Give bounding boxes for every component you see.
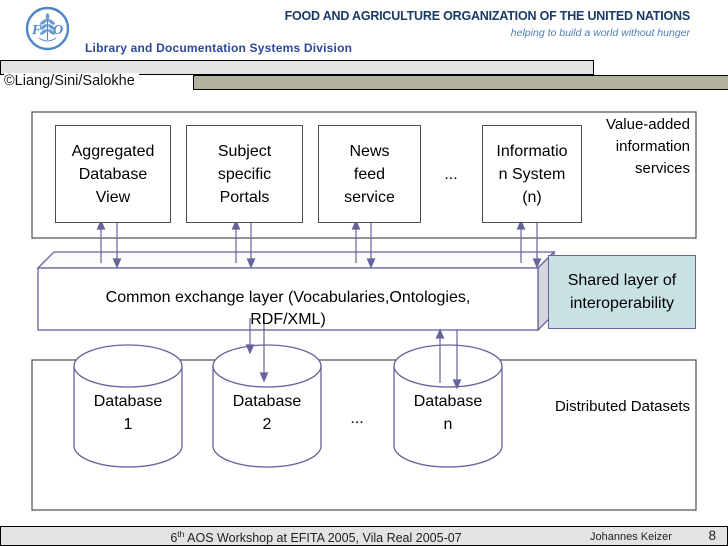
service-box-label: Informatio n System (n) bbox=[496, 142, 568, 206]
databases-ellipsis: ... bbox=[350, 410, 364, 427]
footer-workshop-ordinal: th bbox=[177, 529, 185, 539]
division-title: Library and Documentation Systems Divisi… bbox=[85, 41, 353, 55]
arrow-pair-aggregated-view bbox=[96, 219, 122, 269]
org-title: FOOD AND AGRICULTURE ORGANIZATION OF THE… bbox=[284, 9, 691, 23]
header-olive-bar bbox=[193, 75, 728, 90]
footer-workshop-text: AOS Workshop at EFITA 2005, Vila Real 20… bbox=[184, 531, 462, 546]
value-added-container-box bbox=[31, 111, 697, 239]
services-ellipsis: ... bbox=[444, 166, 458, 183]
arrow-pair-information-system bbox=[516, 219, 542, 269]
database-cylinder-2 bbox=[212, 344, 322, 468]
arrow-pair-database-n bbox=[435, 328, 462, 390]
arrow-pair-news-feed bbox=[351, 219, 376, 269]
service-box-label: Aggregated Database View bbox=[71, 142, 155, 206]
fao-logo-letter-o: O bbox=[53, 23, 63, 38]
copyright-label: ©Liang/Sini/Salokhe bbox=[4, 73, 139, 89]
database-label-n: Database n bbox=[413, 393, 483, 433]
service-box-label: News feed service bbox=[344, 142, 395, 206]
database-cylinder-n bbox=[393, 344, 503, 468]
database-label-2: Database 2 bbox=[232, 393, 302, 433]
org-tagline: helping to build a world without hunger bbox=[510, 27, 690, 39]
distributed-datasets-label: Distributed Datasets bbox=[554, 398, 690, 415]
service-box-news-feed: News feed service bbox=[318, 125, 421, 223]
footer-author-label: Johannes Keizer bbox=[590, 531, 672, 543]
service-box-aggregated-view: Aggregated Database View bbox=[55, 125, 171, 223]
distributed-datasets-container-box bbox=[31, 359, 697, 511]
shared-layer-label: Shared layer of interoperability bbox=[567, 272, 677, 312]
service-box-label: Subject specific Portals bbox=[217, 142, 272, 206]
footer-workshop-label: 6th AOS Workshop at EFITA 2005, Vila Rea… bbox=[0, 529, 632, 545]
fao-logo-wheat-icon bbox=[38, 13, 57, 42]
fao-logo-letter-f: F bbox=[31, 23, 42, 38]
arrow-pair-database-2 bbox=[245, 318, 269, 383]
fao-logo-icon: F O bbox=[25, 6, 70, 51]
service-box-subject-portals: Subject specific Portals bbox=[186, 125, 303, 223]
value-added-label: Value-added information services bbox=[606, 116, 690, 177]
shared-layer-box: Shared layer of interoperability bbox=[548, 255, 696, 329]
service-box-information-system: Informatio n System (n) bbox=[482, 125, 582, 223]
header-gray-bar bbox=[0, 60, 594, 75]
database-cylinder-1 bbox=[73, 344, 183, 468]
footer-workshop-number: 6 bbox=[170, 531, 178, 546]
footer-page-number: 8 bbox=[708, 528, 716, 543]
arrow-pair-subject-portals bbox=[231, 219, 256, 269]
cube-front-face bbox=[37, 267, 539, 331]
database-label-1: Database 1 bbox=[93, 393, 163, 433]
exchange-layer-label: Common exchange layer (Vocabularies,Onto… bbox=[105, 289, 471, 328]
